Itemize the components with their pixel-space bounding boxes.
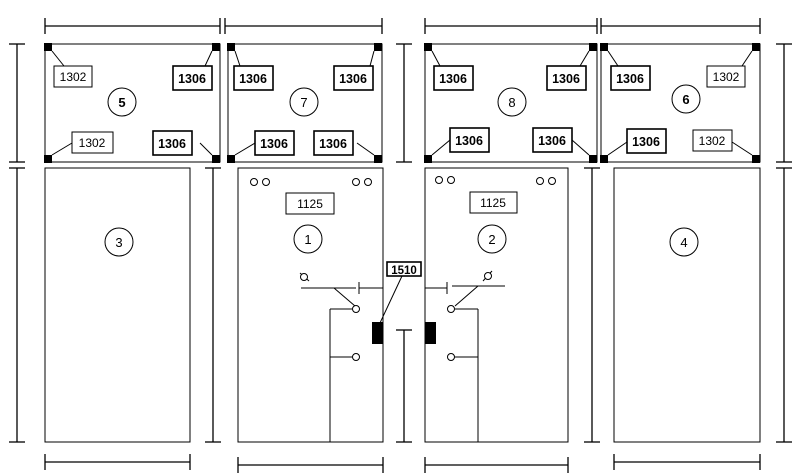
panel-3-number: 3 (115, 235, 122, 250)
panel-7-tag-br: 1306 (319, 137, 347, 151)
panel-7-tag-bl: 1306 (260, 137, 288, 151)
panel-6: 1306 1302 1306 1302 6 (600, 43, 761, 163)
panel-5-tag-br: 1306 (158, 137, 186, 151)
panel-1-number: 1 (304, 232, 311, 247)
panel-2-tag: 1125 (480, 196, 506, 210)
busbar-connector: 1510 (358, 261, 448, 344)
panel-7-number: 7 (300, 95, 307, 110)
panel-8-tag-bl: 1306 (455, 134, 483, 148)
panel-7: 1306 1306 1306 1306 7 (227, 43, 383, 163)
panel-8-number: 8 (508, 95, 515, 110)
panel-5-tag-bl: 1302 (79, 136, 106, 150)
panel-7-tag-tr: 1306 (339, 72, 367, 86)
connector-label: 1510 (391, 265, 417, 277)
panel-5-tag-tl: 1302 (60, 70, 87, 84)
panel-7-tag-tl: 1306 (239, 72, 267, 86)
panel-8-tag-tl: 1306 (439, 72, 467, 86)
panel-1-tag: 1125 (297, 197, 323, 211)
panel-5: 1302 1306 1302 1306 5 (44, 43, 221, 163)
panel-3: 3 (44, 167, 191, 443)
panel-6-tag-br: 1302 (699, 134, 726, 148)
dimension-lines (9, 18, 792, 473)
panel-6-number: 6 (682, 92, 689, 107)
panel-2: 1125 2 (424, 167, 569, 443)
panel-4-number: 4 (680, 235, 687, 250)
panel-6-tag-bl: 1306 (632, 135, 660, 149)
panel-8-tag-tr: 1306 (552, 72, 580, 86)
panel-5-number: 5 (118, 95, 125, 110)
panel-8-tag-br: 1306 (538, 134, 566, 148)
panel-1: 1125 1 (237, 167, 384, 443)
panel-6-tag-tl: 1306 (616, 72, 644, 86)
panel-8: 1306 1306 1306 1306 8 (424, 43, 598, 163)
panel-2-number: 2 (488, 232, 495, 247)
panel-4: 4 (613, 167, 761, 443)
panel-6-tag-tr: 1302 (713, 70, 740, 84)
panel-5-tag-tr: 1306 (178, 72, 206, 86)
